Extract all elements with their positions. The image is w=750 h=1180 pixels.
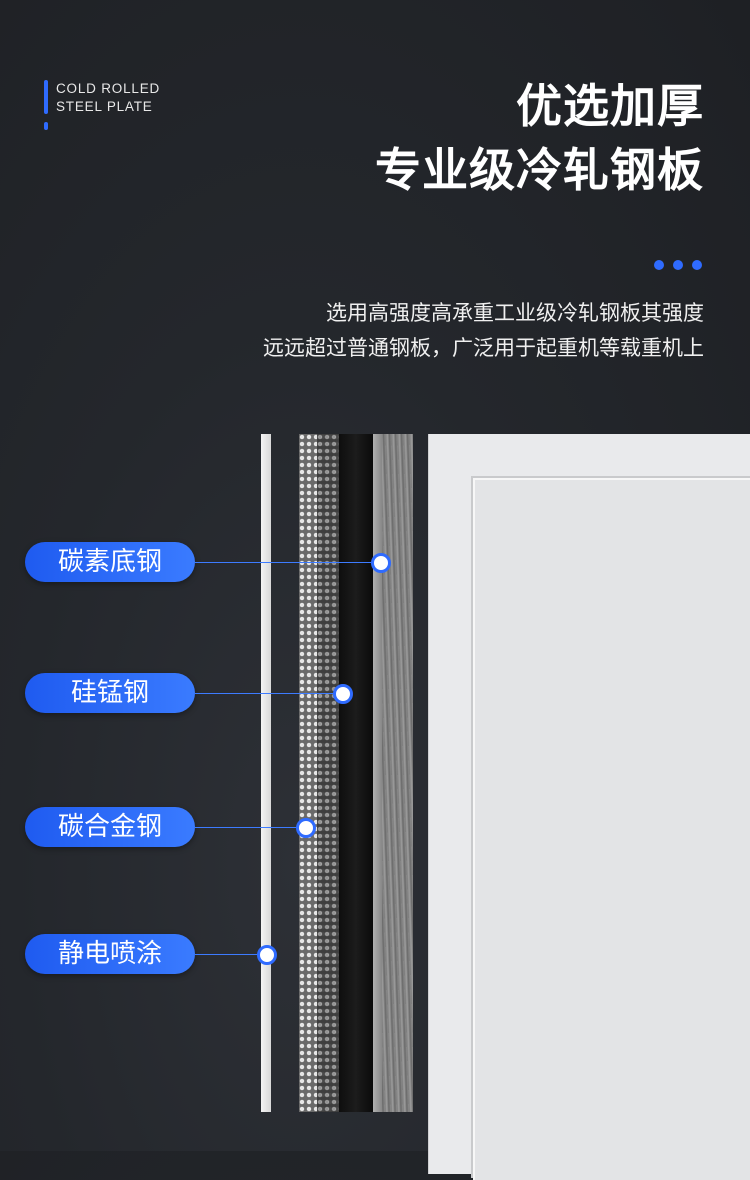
callout-line-3 — [195, 827, 299, 828]
label-electrostatic-spraying: 静电喷涂 — [25, 934, 195, 974]
title-line-2: 专业级冷轧钢板 — [375, 143, 704, 197]
callout-line-4 — [195, 954, 260, 955]
callout-marker-1 — [371, 553, 391, 573]
accent-dot — [44, 122, 48, 130]
description-line-1: 选用高强度高承重工业级冷轧钢板其强度 — [326, 301, 704, 325]
title-line-1: 优选加厚 — [516, 79, 704, 133]
badge-line-2: STEEL PLATE — [56, 99, 153, 114]
label-carbon-alloy-steel: 碳合金钢 — [25, 807, 195, 847]
callout-marker-2 — [333, 684, 353, 704]
english-badge: COLD ROLLED STEEL PLATE — [56, 80, 160, 116]
callout-line-2 — [195, 693, 335, 694]
cabinet-door — [473, 478, 750, 1180]
silicon-manganese-layer — [339, 434, 373, 1112]
description-line-2: 远远超过普通钢板，广泛用于起重机等载重机上 — [263, 336, 704, 360]
label-silicon-manganese-steel: 硅锰钢 — [25, 673, 195, 713]
accent-bar — [44, 80, 48, 114]
page-title: 优选加厚 专业级冷轧钢板 — [375, 74, 704, 202]
callout-marker-3 — [296, 818, 316, 838]
description: 选用高强度高承重工业级冷轧钢板其强度 远远超过普通钢板，广泛用于起重机等载重机上 — [263, 296, 704, 366]
badge-line-1: COLD ROLLED — [56, 81, 161, 96]
carbon-base-layer-edge — [373, 434, 382, 1112]
decorative-dots — [654, 260, 702, 270]
carbon-alloy-layer-shade — [317, 434, 339, 1112]
coating-layer — [261, 434, 271, 1112]
label-carbon-base-steel: 碳素底钢 — [25, 542, 195, 582]
callout-line-1 — [195, 562, 373, 563]
callout-marker-4 — [257, 945, 277, 965]
